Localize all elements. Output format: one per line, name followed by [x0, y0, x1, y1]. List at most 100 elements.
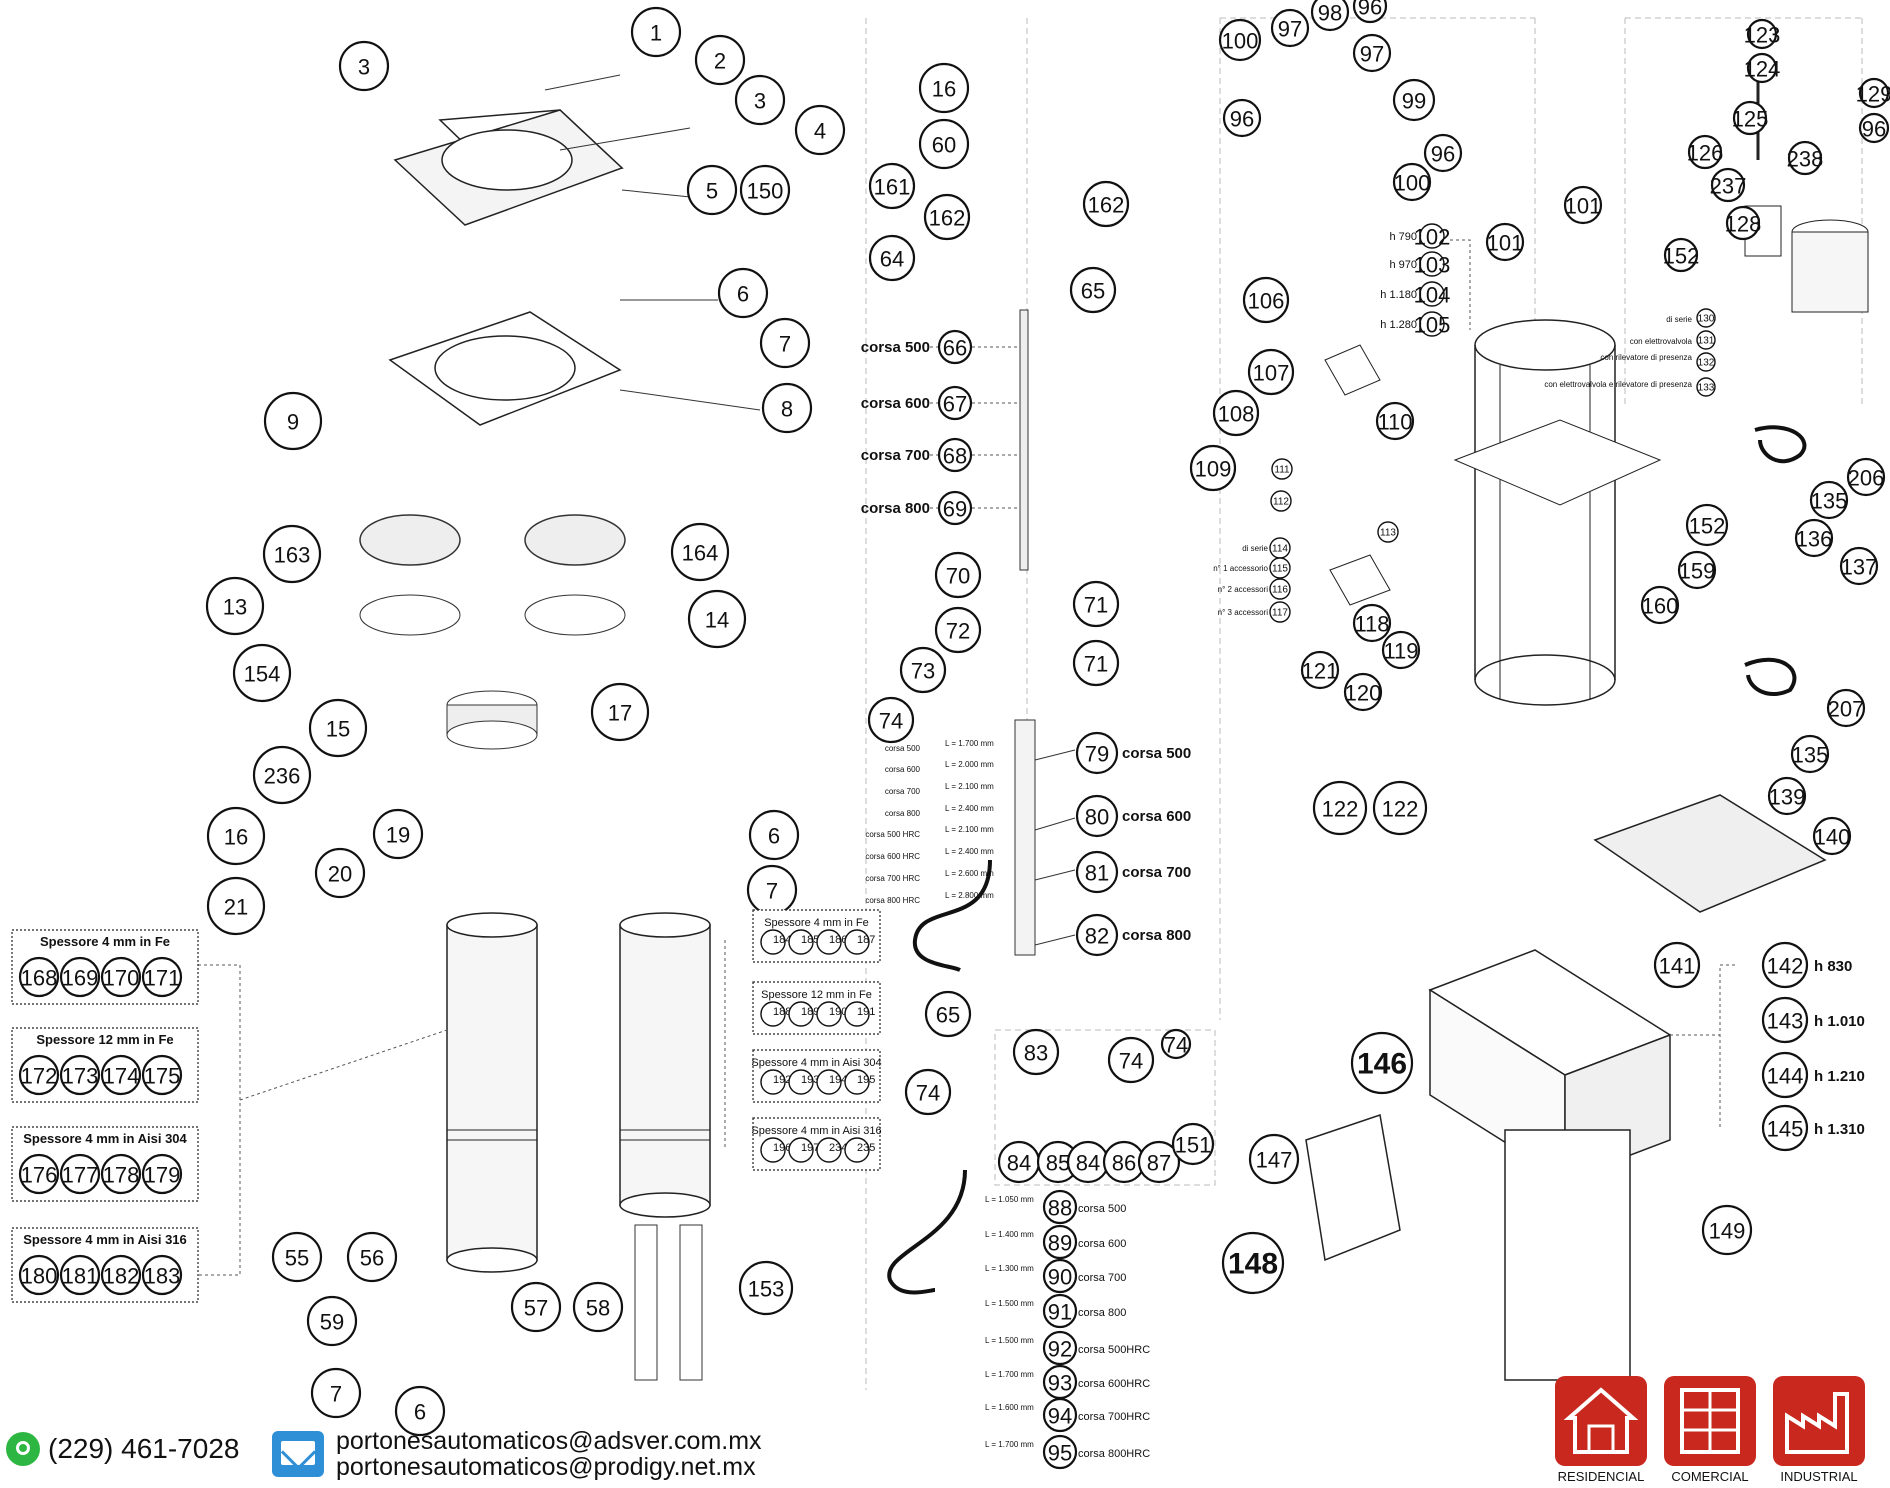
callout-81: 81 — [1075, 850, 1119, 894]
callout-144: 144 — [1761, 1051, 1809, 1099]
bollard-left — [446, 912, 538, 1273]
callout-74: 74 — [904, 1068, 952, 1116]
callout-96: 96 — [1858, 112, 1890, 144]
callout-94: 94 — [1042, 1397, 1078, 1433]
callout-number: 9 — [287, 410, 299, 435]
code-171: 171 — [141, 956, 183, 998]
callout-73: 73 — [899, 646, 947, 694]
housing-height-label: h 1.310 — [1814, 1121, 1865, 1138]
callout-number: 7 — [330, 1382, 342, 1407]
callout-number: 97 — [1278, 17, 1302, 42]
frame-height-label: h 1.280 — [1380, 319, 1417, 331]
callout-number: 121 — [1302, 659, 1339, 684]
callout-137: 137 — [1839, 546, 1879, 586]
callout-number: 65 — [1081, 279, 1105, 304]
callout-number: 14 — [705, 608, 729, 633]
callout-number: 120 — [1345, 681, 1382, 706]
callout-number: 1 — [650, 21, 662, 46]
thickness-left-title: Spessore 4 mm in Aisi 304 — [23, 1131, 187, 1146]
callout-6: 6 — [748, 809, 800, 861]
code-172: 172 — [18, 1054, 60, 1096]
callout-number: 122 — [1322, 797, 1359, 822]
callout-number: 174 — [103, 1064, 140, 1089]
code-194: 194 — [816, 1069, 847, 1095]
rod-stroke-label: corsa 700 — [861, 447, 930, 464]
callout-number: 122 — [1382, 797, 1419, 822]
callout-101: 101 — [1485, 222, 1525, 262]
callout-143: 143 — [1761, 996, 1809, 1044]
callout-number: 163 — [274, 543, 311, 568]
callout-number: 236 — [264, 764, 301, 789]
callout-number: 132 — [1698, 358, 1715, 369]
callout-111: 111 — [1271, 458, 1293, 480]
callout-102: 102 — [1414, 223, 1450, 250]
cylinder — [1014, 719, 1036, 956]
callout-number: 70 — [946, 564, 970, 589]
callout-145: 145 — [1761, 1104, 1809, 1152]
factory-icon — [1773, 1376, 1865, 1466]
callout-71: 71 — [1072, 580, 1120, 628]
email-address-1[interactable]: portonesautomaticos@adsver.com.mx — [336, 1427, 762, 1455]
callout-number: 139 — [1769, 785, 1806, 810]
hose-long-stroke-label: corsa 600HRC — [1078, 1378, 1150, 1390]
callout-123: 123 — [1744, 18, 1780, 50]
callout-87: 87 — [1137, 1140, 1181, 1184]
callout-14: 14 — [687, 589, 747, 649]
callout-149: 149 — [1701, 1204, 1753, 1256]
callout-97: 97 — [1352, 33, 1392, 73]
callout-117: 117 — [1269, 601, 1291, 623]
motor-option-label: con elettrovalvola — [1630, 337, 1693, 346]
phone-contact[interactable]: (229) 461-7028 — [6, 1432, 239, 1466]
callout-number: 175 — [144, 1064, 181, 1089]
code-190: 190 — [816, 1001, 847, 1027]
email-address-2[interactable]: portonesautomaticos@prodigy.net.mx — [336, 1453, 756, 1481]
callout-69: 69 — [937, 490, 973, 526]
motor-option-label: con rilevatore di presenza — [1600, 353, 1692, 362]
callout-number: 2 — [714, 49, 726, 74]
callout-number: 170 — [103, 966, 140, 991]
callout-19: 19 — [372, 808, 424, 860]
callout-206: 206 — [1846, 457, 1886, 497]
callout-number: 193 — [801, 1074, 819, 1086]
callout-106: 106 — [1242, 276, 1290, 324]
callout-80: 80 — [1075, 794, 1119, 838]
callout-number: 16 — [932, 77, 956, 102]
callout-number: 84 — [1007, 1151, 1031, 1176]
email-contact: portonesautomaticos@adsver.com.mx porton… — [272, 1428, 762, 1480]
callout-74: 74 — [1107, 1036, 1155, 1084]
piston-rod — [1019, 309, 1029, 571]
callout-152: 152 — [1685, 503, 1729, 547]
callout-number: 192 — [773, 1074, 791, 1086]
callout-129: 129 — [1856, 77, 1890, 109]
callout-1: 1 — [630, 6, 682, 58]
callout-7: 7 — [746, 864, 798, 916]
callout-133: 133 — [1696, 377, 1716, 397]
callout-160: 160 — [1640, 585, 1680, 625]
hose-short-stroke-label: corsa 500 HRC — [865, 830, 920, 839]
whatsapp-icon — [6, 1432, 40, 1466]
hose-short-length-label: L = 2.400 mm — [945, 804, 994, 813]
callout-8: 8 — [761, 382, 813, 434]
callout-112: 112 — [1270, 490, 1292, 512]
callout-number: 74 — [879, 709, 903, 734]
callout-84: 84 — [997, 1140, 1041, 1184]
callout-number: 137 — [1841, 555, 1878, 580]
callout-97: 97 — [1270, 8, 1310, 48]
callout-125: 125 — [1732, 100, 1768, 136]
code-181: 181 — [59, 1254, 101, 1296]
callout-207: 207 — [1826, 688, 1866, 728]
callout-110: 110 — [1375, 401, 1415, 441]
callout-107: 107 — [1247, 348, 1295, 396]
callout-number: 183 — [144, 1264, 181, 1289]
callout-number: 100 — [1394, 171, 1431, 196]
callout-number: 173 — [62, 1064, 99, 1089]
callout-number: 93 — [1048, 1371, 1072, 1396]
callout-number: 194 — [829, 1074, 847, 1086]
callout-74: 74 — [1160, 1028, 1192, 1060]
callout-number: 189 — [801, 1006, 819, 1018]
callout-number: 60 — [932, 133, 956, 158]
motor-option-label: di serie — [1666, 315, 1692, 324]
hose-short-length-label: L = 2.000 mm — [945, 760, 994, 769]
phone-number[interactable]: (229) 461-7028 — [48, 1433, 240, 1464]
